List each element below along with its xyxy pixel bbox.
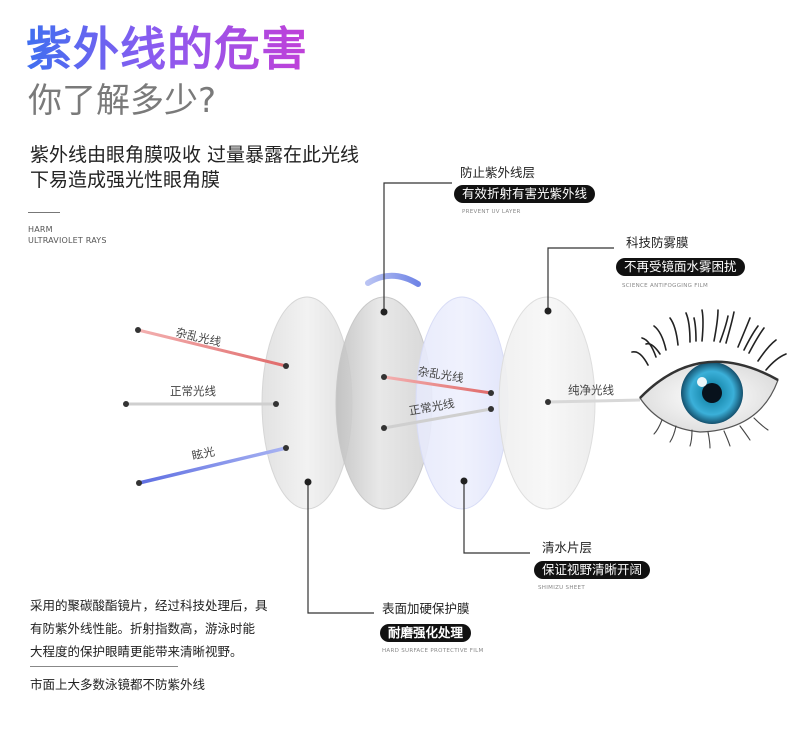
label-pure: 纯净光线 [568, 383, 614, 397]
hard-surface-pill: 耐磨强化处理 [380, 624, 472, 642]
uv-layer-pill: 有效折射有害光紫外线 [454, 185, 596, 203]
antifog-pill: 不再受镜面水雾困扰 [616, 258, 745, 276]
intro-line-2: 下易造成强光性眼角膜 [30, 169, 221, 191]
shimizu-pill: 保证视野清晰开阔 [534, 561, 651, 579]
ray-pure [547, 398, 641, 404]
uv-layer-sub: PREVENT UV LAYER [462, 209, 521, 215]
bottom-note: 市面上大多数泳镜都不防紫外线 [30, 677, 206, 692]
intro-line-1: 紫外线由眼角膜吸收 过量暴露在此光线 [30, 144, 360, 166]
ray-glare [138, 446, 287, 485]
bottom-divider [30, 666, 178, 667]
hard-surface-title: 表面加硬保护膜 [382, 601, 470, 616]
page-title: 紫外线的危害 [26, 22, 308, 76]
shimizu-sub: SHIMIZU SHEET [538, 585, 585, 591]
uv-layer-title: 防止紫外线层 [460, 165, 536, 180]
ray-stray-left [137, 328, 287, 368]
ray-stray-mid [383, 375, 492, 395]
uv-arc-highlight [365, 272, 421, 287]
antifog-title: 科技防雾膜 [626, 235, 689, 250]
hard-surface-sub: HARD SURFACE PROTECTIVE FILM [382, 648, 484, 654]
label-normal-left: 正常光线 [170, 384, 216, 398]
ray-normal-mid [383, 407, 492, 430]
harm-divider [28, 212, 60, 213]
desc-line-2: 有防紫外线性能。折射指数高，游泳时能 [30, 621, 256, 636]
desc-line-3: 大程度的保护眼睛更能带来清晰视野。 [30, 644, 243, 659]
eye-illustration-icon [631, 309, 787, 449]
antifog-sub: SCIENCE ANTIFOGGING FILM [622, 283, 709, 289]
harm-label-1: HARM [28, 225, 53, 234]
desc-line-1: 采用的聚碳酸酯镜片，经过科技处理后，具 [30, 598, 268, 613]
harm-label-2: ULTRAVIOLET RAYS [28, 236, 107, 245]
shimizu-title: 清水片层 [542, 540, 593, 555]
page-subtitle: 你了解多少? [28, 81, 217, 121]
